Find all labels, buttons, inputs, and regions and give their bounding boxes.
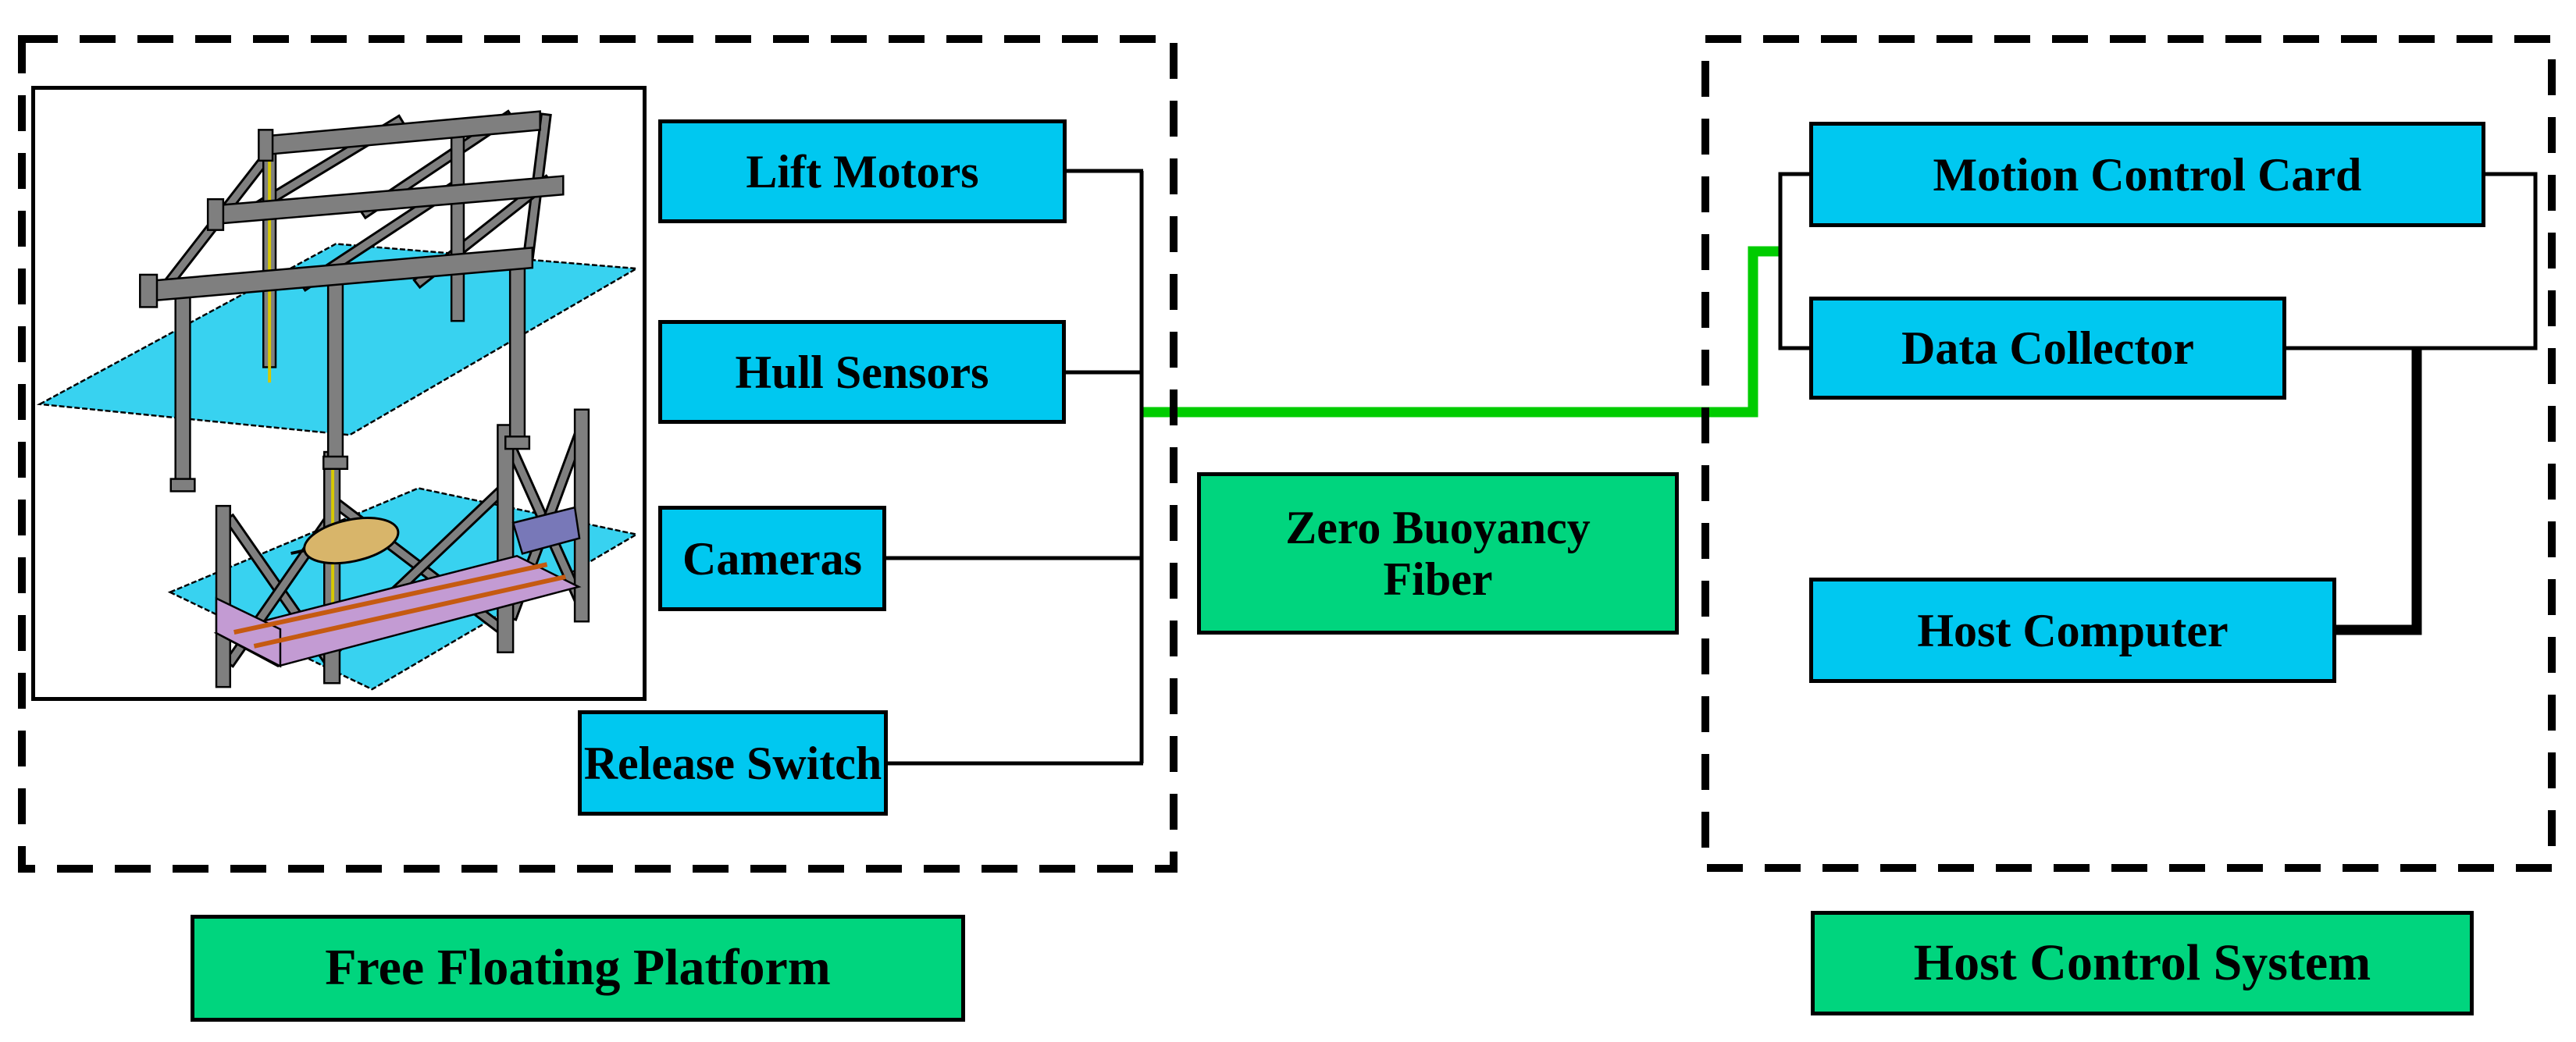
auv-cradle	[213, 506, 582, 668]
rail-line	[233, 562, 548, 635]
release-switch-box: Release Switch	[578, 710, 888, 816]
fiber-link-line	[1142, 246, 1780, 418]
motion-control-card-label: Motion Control Card	[1933, 148, 2362, 201]
stern-box	[511, 506, 581, 555]
platform-render-art	[36, 109, 640, 691]
host-computer-label: Host Computer	[1917, 604, 2229, 656]
free-floating-platform-frame	[18, 35, 1178, 873]
fiber-label-line1: Zero Buoyancy	[1285, 502, 1591, 553]
zero-buoyancy-fiber-box: Zero Buoyancy Fiber	[1197, 472, 1679, 635]
lift-motors-label: Lift Motors	[746, 145, 979, 197]
host-control-system-text: Host Control System	[1913, 934, 2371, 991]
release-switch-label: Release Switch	[583, 737, 882, 789]
data-collector-box: Data Collector	[1809, 297, 2286, 400]
host-control-system-frame	[1701, 35, 2556, 872]
gantry-structure	[139, 109, 565, 493]
card-collector-bracket	[1778, 172, 1810, 350]
host-computer-box: Host Computer	[1809, 578, 2336, 683]
card-to-collector-loop	[2286, 172, 2538, 350]
collector-to-host-line	[2335, 348, 2422, 635]
free-floating-platform-caption: Free Floating Platform	[191, 915, 965, 1022]
rail-line-2	[253, 574, 566, 649]
free-floating-platform-text: Free Floating Platform	[325, 939, 831, 997]
cradle-side-wall	[215, 596, 282, 668]
fiber-label-line2: Fiber	[1383, 553, 1493, 605]
lift-motors-box: Lift Motors	[658, 119, 1067, 223]
platform-photo	[31, 86, 647, 701]
data-collector-label: Data Collector	[1901, 322, 2194, 374]
cameras-box: Cameras	[658, 506, 886, 611]
hull-sensors-label: Hull Sensors	[735, 346, 989, 398]
hull-sensors-box: Hull Sensors	[658, 320, 1066, 424]
motion-control-card-box: Motion Control Card	[1809, 122, 2485, 227]
host-control-system-caption: Host Control System	[1811, 911, 2474, 1015]
cameras-label: Cameras	[682, 532, 862, 585]
